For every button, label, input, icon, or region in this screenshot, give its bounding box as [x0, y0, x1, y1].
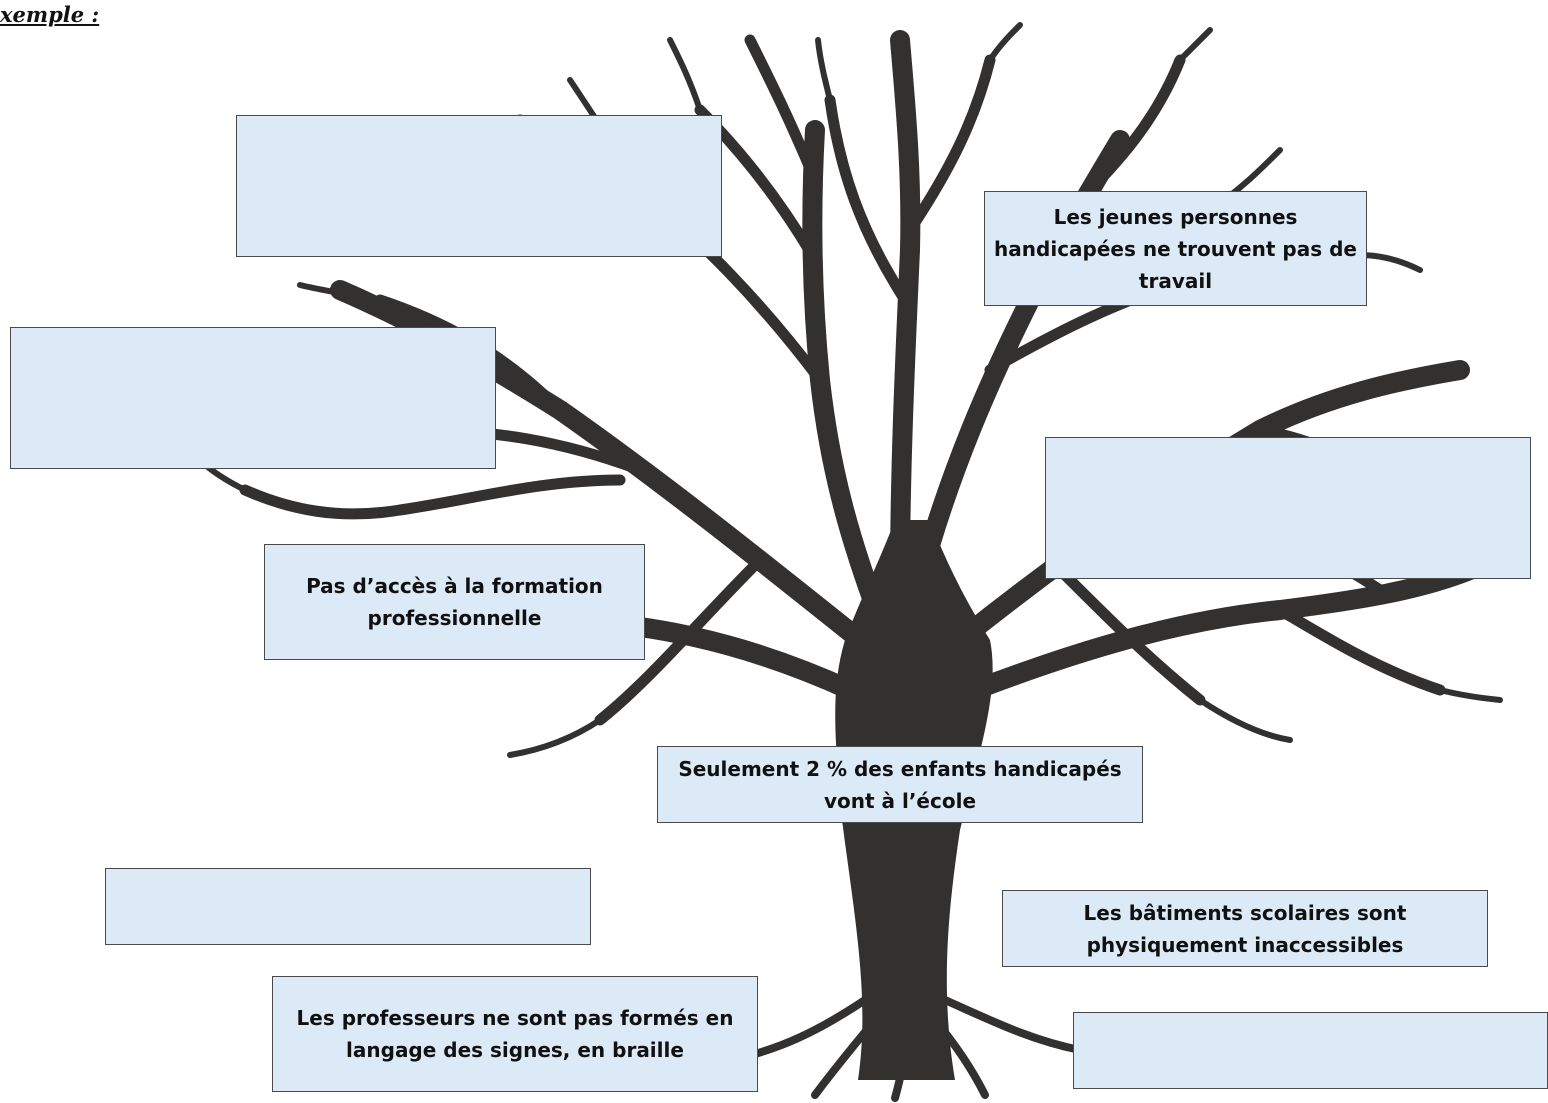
blank-box-bottom-left[interactable] — [105, 868, 591, 945]
blank-box-left[interactable] — [10, 327, 496, 469]
box-jeunes-travail: Les jeunes personnes handicapées ne trou… — [984, 191, 1367, 306]
box-text: Seulement 2 % des enfants handicapés von… — [678, 756, 1122, 813]
box-text: Les professeurs ne sont pas formés en la… — [296, 1006, 734, 1062]
blank-box-top-left[interactable] — [236, 115, 722, 257]
page-heading: xemple : — [0, 2, 100, 27]
box-formation: Pas d’accès à la formation professionnel… — [264, 544, 645, 660]
box-text: Les jeunes personnes handicapées ne trou… — [994, 204, 1357, 293]
box-text: Les bâtiments scolaires sont physiquemen… — [1083, 900, 1407, 957]
blank-box-bottom-right[interactable] — [1073, 1012, 1548, 1089]
box-batiments: Les bâtiments scolaires sont physiquemen… — [1002, 890, 1488, 967]
blank-box-right[interactable] — [1045, 437, 1531, 579]
box-professeurs: Les professeurs ne sont pas formés en la… — [272, 976, 758, 1092]
box-text: Pas d’accès à la formation professionnel… — [306, 574, 603, 630]
box-ecole: Seulement 2 % des enfants handicapés von… — [657, 746, 1143, 823]
